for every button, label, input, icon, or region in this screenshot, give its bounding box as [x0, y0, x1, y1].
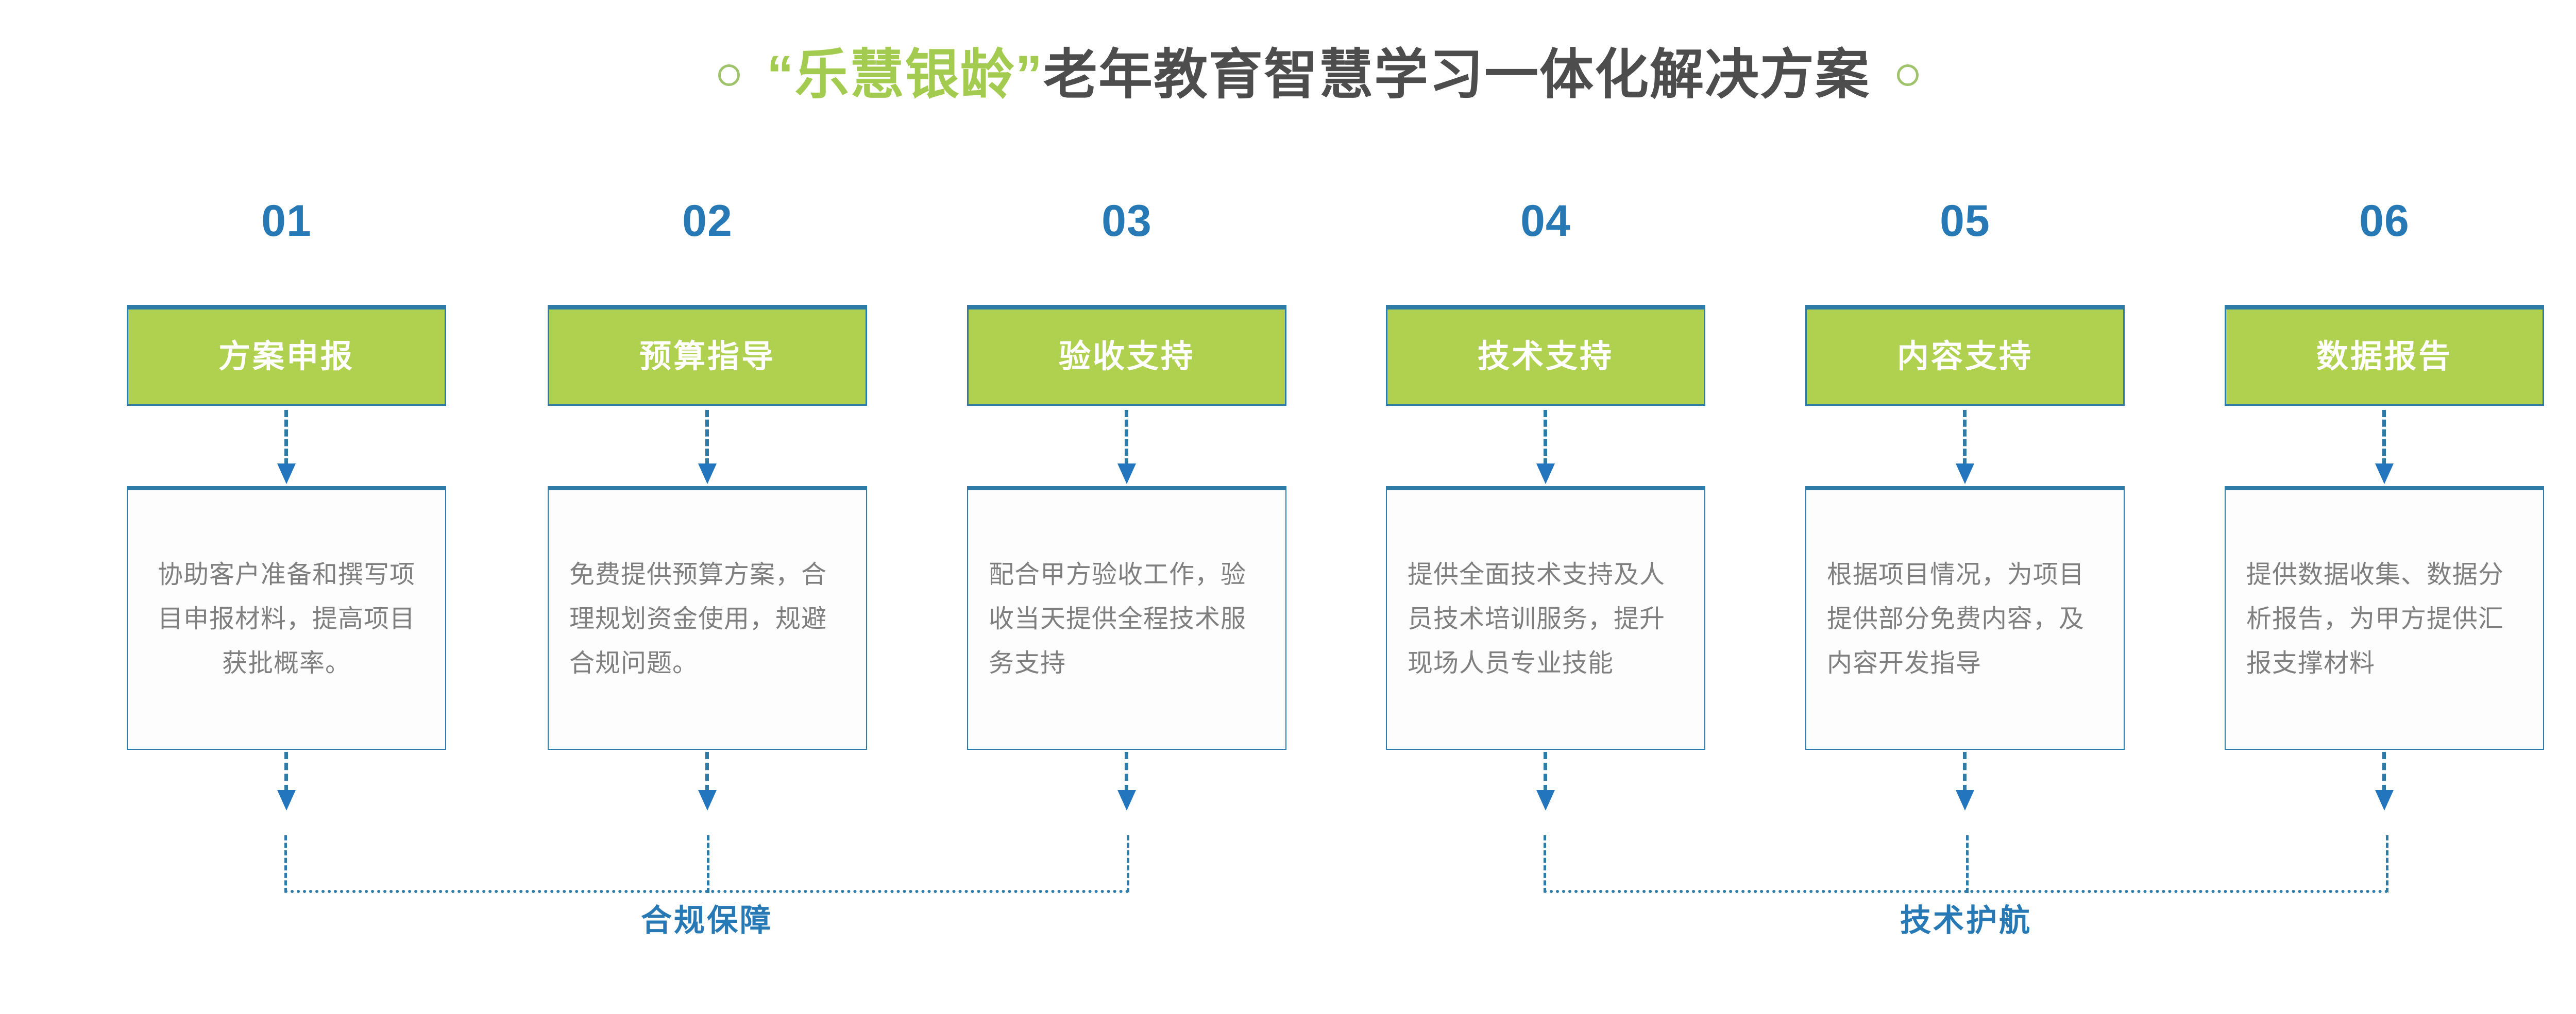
step-header-box[interactable]: 预算指导: [548, 305, 867, 406]
bracket-tick: [1966, 835, 1969, 893]
step-number: 02: [682, 196, 733, 246]
step-description-box[interactable]: 免费提供预算方案，合理规划资金使用，规避合规问题。: [548, 486, 867, 750]
dashed-line: [1963, 410, 1967, 466]
arrowhead: [277, 790, 296, 811]
step-description-text: 根据项目情况，为项目提供部分免费内容，及内容开发指导: [1827, 561, 2085, 677]
group-bracket-left: [284, 835, 1129, 893]
step-number: 03: [1101, 196, 1152, 246]
dashed-line: [1963, 752, 1967, 792]
dashed-line: [705, 410, 709, 466]
arrow-down-icon: [2375, 410, 2394, 484]
arrow-down-icon: [698, 410, 717, 484]
title-highlight: “乐慧银龄”: [766, 45, 1043, 105]
group-label-right: 技术护航: [1900, 903, 2032, 938]
arrowhead: [1117, 463, 1136, 484]
dashed-line: [1544, 752, 1547, 792]
step-description-text: 免费提供预算方案，合理规划资金使用，规避合规问题。: [569, 561, 827, 677]
step-description-text: 协助客户准备和撰写项目申报材料，提高项目获批概率。: [157, 561, 415, 677]
arrow-down-icon: [1536, 752, 1555, 814]
step-description-box[interactable]: 根据项目情况，为项目提供部分免费内容，及内容开发指导: [1805, 486, 2125, 750]
step-header-box[interactable]: 技术支持: [1386, 305, 1705, 406]
arrow-down-icon: [1536, 410, 1555, 484]
page-title: “乐慧银龄”老年教育智慧学习一体化解决方案: [0, 44, 2576, 107]
step-header-label: 数据报告: [2316, 339, 2452, 374]
step-description-text: 提供数据收集、数据分析报告，为甲方提供汇报支撑材料: [2246, 561, 2504, 677]
step-header-label: 内容支持: [1896, 339, 2033, 374]
step-column-04: 04 技术支持 提供全面技术支持及人员技术培训服务，提升现场人员专业技能: [1386, 0, 1705, 1014]
title-main: 老年教育智慧学习一体化解决方案: [1043, 45, 1871, 105]
arrowhead: [1536, 463, 1555, 484]
arrowhead: [2375, 463, 2394, 484]
arrowhead: [1117, 790, 1136, 811]
dashed-line: [284, 752, 288, 792]
arrow-down-icon: [1117, 752, 1136, 814]
arrowhead: [698, 463, 717, 484]
step-description-text: 提供全面技术支持及人员技术培训服务，提升现场人员专业技能: [1408, 561, 1666, 677]
arrowhead: [1536, 790, 1555, 811]
step-description-box[interactable]: 提供数据收集、数据分析报告，为甲方提供汇报支撑材料: [2225, 486, 2544, 750]
arrow-down-icon: [1956, 410, 1974, 484]
step-column-05: 05 内容支持 根据项目情况，为项目提供部分免费内容，及内容开发指导: [1805, 0, 2125, 1014]
step-number: 04: [1520, 196, 1571, 246]
step-number: 01: [261, 196, 312, 246]
step-description-box[interactable]: 协助客户准备和撰写项目申报材料，提高项目获批概率。: [127, 486, 446, 750]
title-text: “乐慧银龄”老年教育智慧学习一体化解决方案: [767, 44, 1870, 107]
dashed-line: [705, 752, 709, 792]
group-label-left: 合规保障: [641, 903, 773, 938]
step-description-box[interactable]: 提供全面技术支持及人员技术培训服务，提升现场人员专业技能: [1386, 486, 1705, 750]
arrowhead: [277, 463, 296, 484]
bracket-tick: [707, 835, 709, 893]
circle-decoration-icon: [718, 64, 740, 87]
dashed-line: [2382, 752, 2386, 792]
step-header-box[interactable]: 方案申报: [127, 305, 446, 406]
arrowhead: [2375, 790, 2394, 811]
step-description-box[interactable]: 配合甲方验收工作，验收当天提供全程技术服务支持: [967, 486, 1286, 750]
circle-decoration-icon: [1897, 64, 1919, 87]
step-number: 05: [1940, 196, 1990, 246]
arrow-down-icon: [1117, 410, 1136, 484]
step-header-box[interactable]: 内容支持: [1805, 305, 2125, 406]
step-header-label: 预算指导: [639, 339, 775, 374]
step-number: 06: [2359, 196, 2410, 246]
arrowhead: [698, 790, 717, 811]
step-header-label: 方案申报: [218, 339, 354, 374]
step-column-02: 02 预算指导 免费提供预算方案，合理规划资金使用，规避合规问题。: [548, 0, 867, 1014]
step-column-01: 01 方案申报 协助客户准备和撰写项目申报材料，提高项目获批概率。: [127, 0, 446, 1014]
dashed-line: [1125, 752, 1128, 792]
step-header-label: 验收支持: [1058, 339, 1195, 374]
step-column-03: 03 验收支持 配合甲方验收工作，验收当天提供全程技术服务支持: [967, 0, 1286, 1014]
arrowhead: [1956, 790, 1974, 811]
step-column-06: 06 数据报告 提供数据收集、数据分析报告，为甲方提供汇报支撑材料: [2225, 0, 2544, 1014]
arrow-down-icon: [698, 752, 717, 814]
dashed-line: [1544, 410, 1547, 466]
step-header-label: 技术支持: [1477, 339, 1614, 374]
arrow-down-icon: [2375, 752, 2394, 814]
arrow-down-icon: [277, 752, 296, 814]
arrow-down-icon: [277, 410, 296, 484]
step-header-box[interactable]: 数据报告: [2225, 305, 2544, 406]
group-bracket-right: [1544, 835, 2388, 893]
dashed-line: [2382, 410, 2386, 466]
arrow-down-icon: [1956, 752, 1974, 814]
step-header-box[interactable]: 验收支持: [967, 305, 1286, 406]
dashed-line: [284, 410, 288, 466]
dashed-line: [1125, 410, 1128, 466]
step-description-text: 配合甲方验收工作，验收当天提供全程技术服务支持: [989, 561, 1247, 677]
arrowhead: [1956, 463, 1974, 484]
